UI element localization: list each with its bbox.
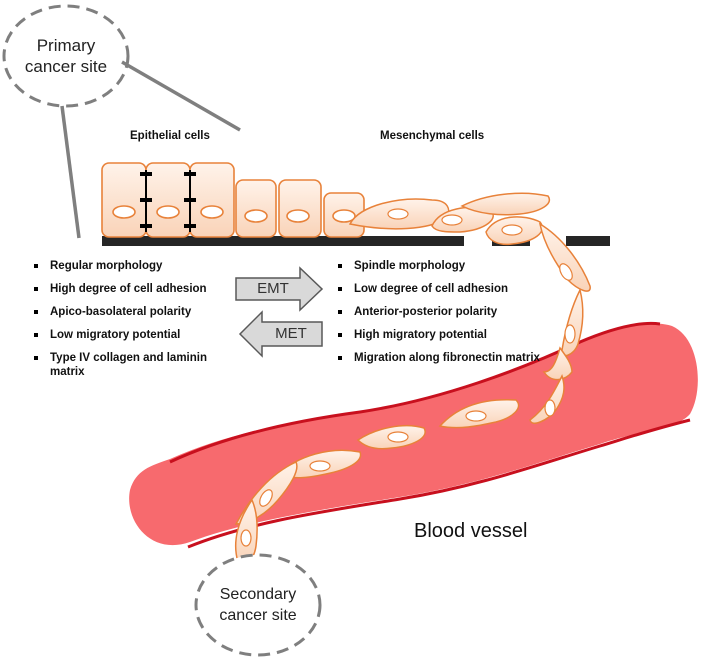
secondary-site-circle xyxy=(194,553,322,657)
epithelial-cells xyxy=(101,162,365,238)
epithelial-heading: Epithelial cells xyxy=(130,130,210,142)
mesenchymal-traits: Spindle morphology Low degree of cell ad… xyxy=(336,259,540,365)
epithelial-traits: Regular morphology High degree of cell a… xyxy=(32,259,232,379)
list-item: Apico-basolateral polarity xyxy=(32,305,232,328)
list-item: Migration along fibronectin matrix xyxy=(336,351,544,365)
basement-membrane xyxy=(102,236,464,246)
secondary-site-label: Secondary cancer site xyxy=(219,586,297,624)
emt-label: EMT xyxy=(257,280,289,297)
list-item: Type IV collagen and laminin matrix xyxy=(32,351,220,379)
list-item: High degree of cell adhesion xyxy=(32,282,232,305)
list-item: Regular morphology xyxy=(32,259,232,282)
blood-vessel-label: Blood vessel xyxy=(414,520,528,542)
mesenchymal-nuclei xyxy=(240,208,576,547)
list-item: High migratory potential xyxy=(336,328,536,351)
primary-site-circle xyxy=(2,4,130,108)
junction-markers xyxy=(140,172,196,228)
met-label: MET xyxy=(275,325,307,342)
primary-connector-right xyxy=(121,60,241,132)
primary-connector-down xyxy=(60,105,81,239)
list-item: Spindle morphology xyxy=(336,259,536,282)
emt-arrow xyxy=(235,266,324,312)
basement-membrane-segment xyxy=(566,236,610,246)
list-item: Low degree of cell adhesion xyxy=(336,282,536,305)
mesenchymal-heading: Mesenchymal cells xyxy=(380,130,485,142)
list-item: Low migratory potential xyxy=(32,328,232,351)
list-item: Anterior-posterior polarity xyxy=(336,305,536,328)
primary-site-label: Primary cancer site xyxy=(24,36,108,76)
met-arrow xyxy=(238,310,323,358)
